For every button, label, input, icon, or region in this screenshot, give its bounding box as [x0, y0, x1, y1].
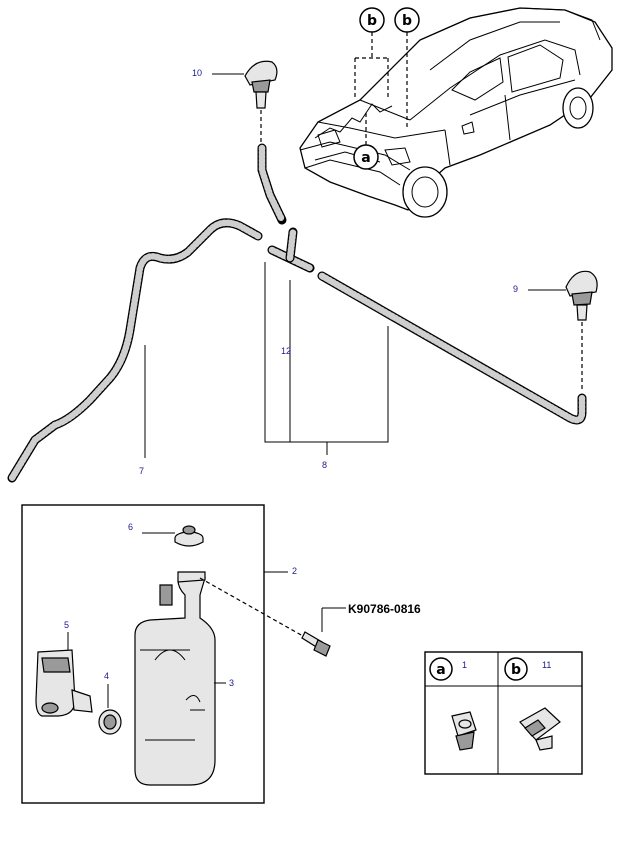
legend-number-a: 1	[462, 660, 467, 670]
washer-nozzle-9	[565, 270, 598, 390]
callout-6: 6	[128, 522, 133, 532]
callout-2: 2	[292, 566, 297, 576]
svg-text:b: b	[511, 662, 521, 678]
bolt-part-number: K90786-0816	[348, 602, 421, 616]
hose-short-segment	[257, 143, 287, 225]
callout-bracket-8	[264, 262, 389, 455]
callout-7: 7	[139, 466, 144, 476]
callout-12: 12	[281, 346, 291, 356]
legend-marker-b: b	[504, 657, 528, 681]
callout-4: 4	[104, 671, 109, 681]
mounting-bolt	[301, 631, 331, 657]
grommet-4	[98, 709, 122, 735]
washer-nozzle-10	[244, 60, 278, 145]
hose-7	[7, 218, 263, 483]
washer-pump-5	[35, 649, 93, 717]
bolt-leader-dashed	[199, 577, 311, 641]
svg-text:b: b	[367, 13, 377, 29]
callout-3: 3	[229, 678, 234, 688]
vehicle-illustration	[299, 7, 613, 218]
callout-5: 5	[64, 620, 69, 630]
hose-clip-1	[451, 711, 477, 751]
washer-reservoir-3	[134, 571, 216, 786]
svg-text:a: a	[361, 150, 370, 166]
location-marker-b-right: b	[394, 7, 420, 33]
clip-legend-table	[424, 651, 583, 775]
hose-8	[317, 271, 587, 425]
location-marker-a: a	[353, 144, 379, 170]
callout-9: 9	[513, 284, 518, 294]
hose-clip-11	[519, 707, 561, 751]
location-marker-b-left: b	[359, 7, 385, 33]
legend-marker-a: a	[429, 657, 453, 681]
t-connector	[267, 227, 315, 273]
reservoir-assembly-frame	[21, 504, 265, 804]
svg-text:a: a	[436, 662, 445, 678]
legend-number-b: 11	[542, 660, 551, 670]
callout-10: 10	[192, 68, 202, 78]
location-leader-lines	[354, 32, 408, 145]
callout-8: 8	[322, 460, 327, 470]
bolt-number-leader	[321, 607, 346, 632]
reservoir-cap-6	[174, 525, 204, 547]
svg-text:b: b	[402, 13, 412, 29]
